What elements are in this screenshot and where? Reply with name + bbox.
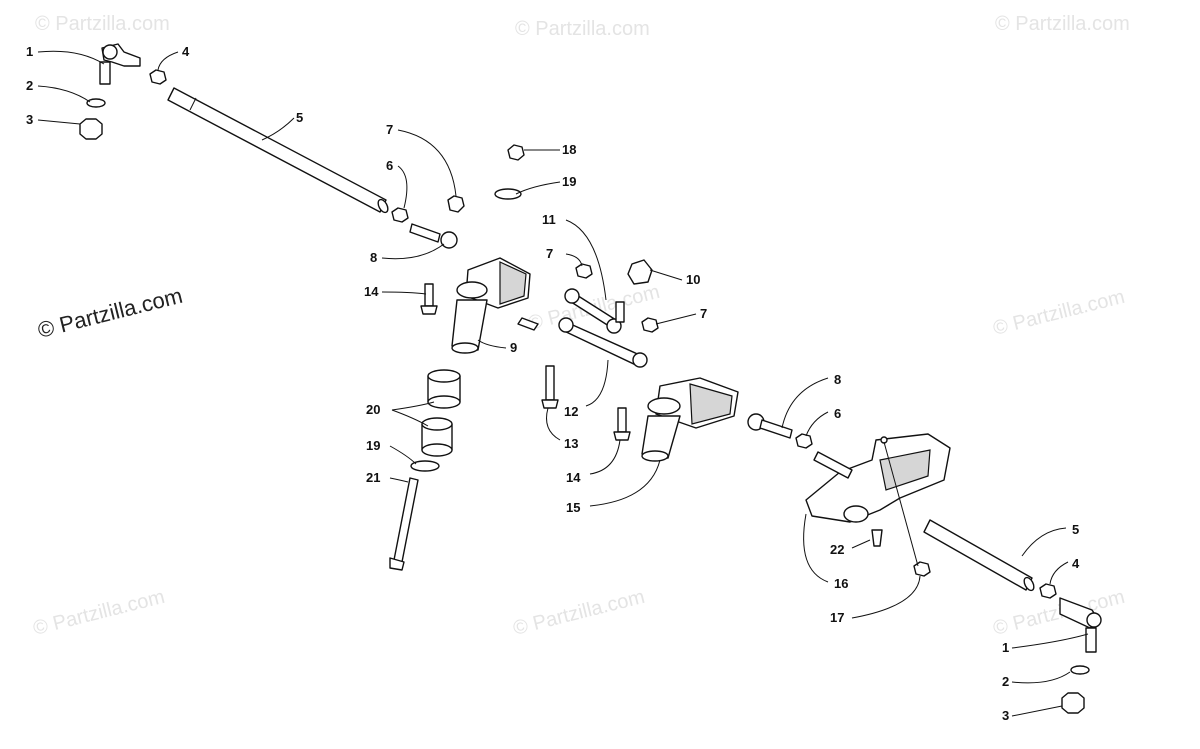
callout-7-a: 7: [386, 122, 393, 137]
callout-6-a: 6: [386, 158, 393, 173]
callout-7-c: 7: [700, 306, 707, 321]
callout-8-a: 8: [370, 250, 377, 265]
callout-4-bottom: 4: [1072, 556, 1080, 571]
bushing-lower: [421, 417, 453, 457]
callout-numbers: 1 2 3 4 5 7 6 8 14 18 19 11 7 10 7 9 20 …: [26, 44, 1080, 723]
callout-6-b: 6: [834, 406, 841, 421]
bolt-14a: [420, 283, 438, 315]
callout-18: 18: [562, 142, 576, 157]
watermark: © Partzilla.com: [511, 586, 647, 640]
watermark: © Partzilla.com: [35, 13, 170, 35]
nut-b: [575, 263, 593, 279]
idler-arm: [641, 377, 739, 462]
callout-1-bottom: 1: [1002, 640, 1009, 655]
cap-10: [627, 259, 653, 285]
bolt-13: [541, 365, 559, 409]
bolt-axis: [883, 441, 919, 567]
tie-rod-end-bottom: [1059, 597, 1102, 653]
bolt-14b: [613, 407, 631, 441]
callout-5-top: 5: [296, 110, 303, 125]
callout-9: 9: [510, 340, 517, 355]
callout-1-top: 1: [26, 44, 33, 59]
nut-17: [913, 561, 931, 577]
washer-bottom: [1070, 665, 1090, 675]
callout-20: 20: [366, 402, 380, 417]
nut-bottom: [1061, 692, 1085, 714]
rod-end-a: [409, 223, 458, 249]
watermark: © Partzilla.com: [991, 586, 1127, 640]
watermark: © Partzilla.com: [31, 586, 167, 640]
callout-11: 11: [542, 212, 556, 227]
callout-21: 21: [366, 470, 380, 485]
pitman-arm: [451, 257, 531, 354]
nut-a: [447, 195, 465, 213]
callout-19-a: 19: [562, 174, 576, 189]
jam-nut-top: [149, 69, 167, 85]
callout-2-bottom: 2: [1002, 674, 1009, 689]
steering-support: [805, 433, 951, 523]
jam-nut-bottom: [1039, 583, 1057, 599]
callout-14-b: 14: [566, 470, 581, 485]
watermark: © Partzilla.com: [991, 286, 1127, 340]
rod-end-b: [747, 413, 793, 439]
tie-rod-end-top: [99, 43, 141, 85]
callout-2-top: 2: [26, 78, 33, 93]
link-bracket: [517, 317, 539, 331]
callout-7-b: 7: [546, 246, 553, 261]
callout-3-bottom: 3: [1002, 708, 1009, 723]
jam-nut-a: [391, 207, 409, 223]
callout-12: 12: [564, 404, 578, 419]
jam-nut-b: [795, 433, 813, 449]
callout-15: 15: [566, 500, 580, 515]
watermark: © Partzilla.com: [995, 13, 1130, 35]
nut-c: [641, 317, 659, 333]
bolt-small: [615, 301, 625, 323]
fastener-22: [871, 529, 883, 547]
callout-10: 10: [686, 272, 700, 287]
bushing-upper: [427, 369, 461, 409]
callout-3-top: 3: [26, 112, 33, 127]
callout-8-b: 8: [834, 372, 841, 387]
washer-19a: [494, 188, 522, 200]
callout-13: 13: [564, 436, 578, 451]
callout-5-bottom: 5: [1072, 522, 1079, 537]
tie-rod-bottom: [923, 519, 1035, 592]
nut-top: [79, 118, 103, 140]
washer-19b: [410, 460, 440, 472]
leader-lines: [37, 50, 1089, 717]
drag-link-lower: [558, 317, 648, 368]
callout-22: 22: [830, 542, 844, 557]
callout-19-b: 19: [366, 438, 380, 453]
washer-top: [86, 98, 106, 108]
nut-18: [507, 144, 525, 161]
callout-14-a: 14: [364, 284, 379, 299]
tie-rod-top: [167, 87, 389, 214]
callout-4-top: 4: [182, 44, 190, 59]
callout-17: 17: [830, 610, 844, 625]
callout-16: 16: [834, 576, 848, 591]
watermark: © Partzilla.com: [515, 18, 650, 40]
main-watermark: © Partzilla.com: [35, 283, 185, 343]
long-bolt-21: [389, 477, 419, 571]
